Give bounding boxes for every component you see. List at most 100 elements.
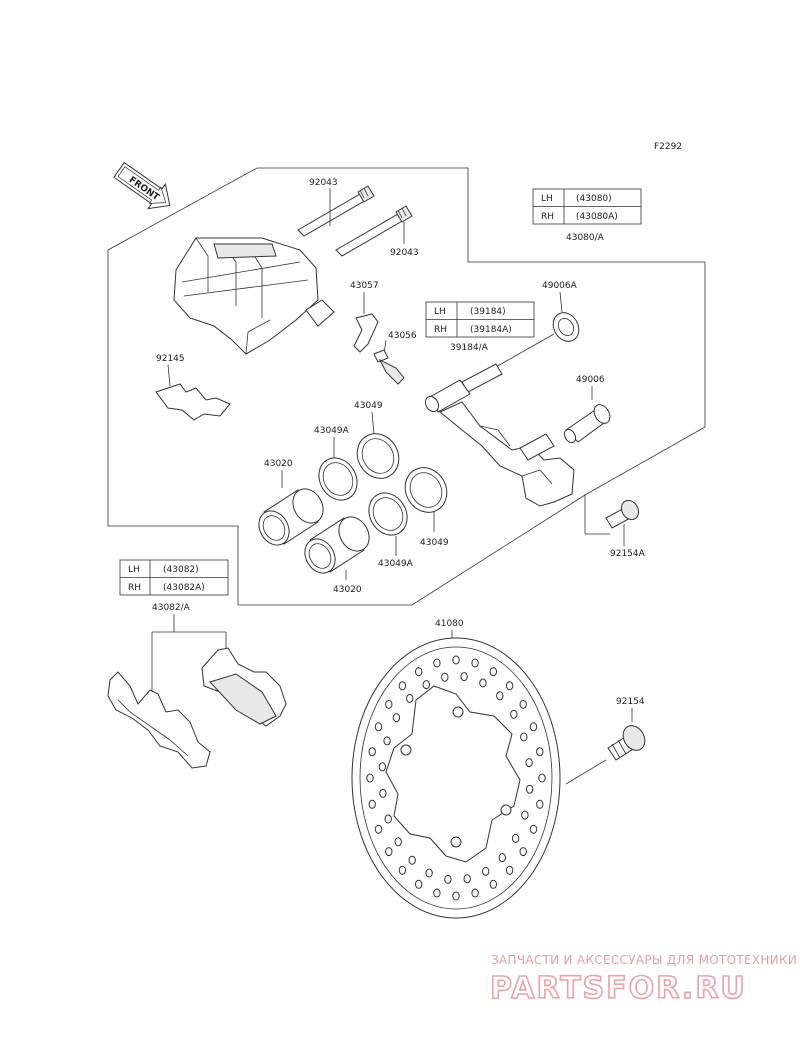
disc-hole <box>415 667 423 677</box>
seal-43049-upper <box>356 433 400 479</box>
table-43082-r1-code: (43082) <box>163 565 199 575</box>
figure-code: F2292 <box>654 142 682 152</box>
disc-hole <box>525 784 534 794</box>
disc-hole <box>471 658 479 668</box>
label-43080a: 43080/A <box>566 233 605 243</box>
disc-hole <box>489 879 497 889</box>
label-39184a: 39184/A <box>450 343 489 353</box>
table-39184-r2-side: RH <box>434 325 447 335</box>
bolt-92154 <box>607 725 646 761</box>
disc-hole <box>519 847 527 857</box>
disc-hole <box>444 874 452 884</box>
disc-hole <box>384 814 392 824</box>
disc-hole <box>383 736 391 746</box>
piston-43020-lower <box>304 516 370 574</box>
label-49006a: 49006A <box>542 281 578 291</box>
disc-hole <box>408 855 416 865</box>
disc-hole <box>398 681 407 691</box>
label-43020-top: 43020 <box>264 459 293 469</box>
label-92043-top: 92043 <box>309 178 338 188</box>
label-43049a-top: 43049A <box>314 426 350 436</box>
table-39184-r1-code: (39184) <box>470 307 506 317</box>
table-43080-r1-side: LH <box>541 194 553 204</box>
pin-92043-upper <box>297 185 375 237</box>
disc-hole <box>505 681 514 691</box>
disc-hole <box>374 824 383 834</box>
disc-hole <box>415 879 423 889</box>
label-41080: 41080 <box>435 619 464 629</box>
label-43049a-bot: 43049A <box>378 559 414 569</box>
brake-disc-41080 <box>351 637 561 919</box>
label-43057: 43057 <box>350 281 379 291</box>
disc-hole <box>496 691 504 701</box>
disc-hole <box>529 824 538 834</box>
label-92154a: 92154A <box>610 549 646 559</box>
watermark-brand: PARTSFOR.RU <box>490 971 747 1006</box>
table-43080-r2-side: RH <box>541 212 554 222</box>
table-39184-r1-side: LH <box>434 307 446 317</box>
disc-hole <box>463 874 471 884</box>
disc-hole <box>394 837 402 847</box>
disc-hole <box>366 773 374 783</box>
disc-hole <box>536 747 544 757</box>
disc-hole <box>489 667 497 677</box>
disc-hole <box>368 747 376 757</box>
disc-hole <box>538 773 546 783</box>
disc-hole <box>368 799 376 809</box>
disc-hole <box>471 888 479 898</box>
piston-43020-upper <box>258 488 324 546</box>
pad-spring-92145 <box>155 383 231 421</box>
disc-hole <box>379 788 387 798</box>
disc-hole <box>385 847 393 857</box>
disc-hole <box>452 655 460 665</box>
disc-hole <box>441 672 449 682</box>
disc-hole <box>433 888 441 898</box>
label-43020-bot: 43020 <box>333 585 362 595</box>
watermark-tagline: ЗАПЧАСТИ И АКСЕССУАРЫ ДЛЯ МОТОТЕХНИКИ <box>491 953 797 967</box>
disc-hole <box>519 699 527 709</box>
caliper-body <box>173 237 335 355</box>
caliper-assembly-outline <box>107 167 706 606</box>
table-43080-r2-code: (43080A) <box>576 212 618 222</box>
label-49006: 49006 <box>576 375 605 385</box>
table-43082-r2-code: (43082A) <box>163 583 205 593</box>
bolt-92154a <box>605 499 640 529</box>
disc-hole <box>422 680 430 690</box>
table-43082: LH (43082) RH (43082A) <box>119 559 229 596</box>
table-43080-r1-code: (43080) <box>576 194 612 204</box>
disc-hole <box>452 891 460 901</box>
label-43049-top: 43049 <box>354 401 383 411</box>
label-43056: 43056 <box>388 331 417 341</box>
disc-hole <box>511 833 520 843</box>
disc-hole <box>406 693 414 703</box>
disc-hole <box>525 758 533 768</box>
disc-hole <box>482 866 490 876</box>
label-92154: 92154 <box>616 697 645 707</box>
disc-hole <box>385 699 393 709</box>
bleed-valve-43056 <box>373 349 405 385</box>
label-43082a: 43082/A <box>152 603 191 613</box>
caliper-holder-39184 <box>424 363 575 507</box>
boot-49006a <box>552 312 580 342</box>
pin-92043-lower <box>335 205 413 257</box>
front-arrow-icon: FRONT <box>113 161 171 210</box>
boot-49006 <box>563 404 611 444</box>
disc-hole <box>460 672 468 682</box>
table-43082-r1-side: LH <box>128 565 140 575</box>
label-92145: 92145 <box>156 354 185 364</box>
disc-hole <box>374 722 383 732</box>
brake-pad-right <box>201 647 287 727</box>
disc-hole <box>505 865 514 875</box>
brake-pad-left <box>107 671 211 769</box>
disc-hole <box>433 658 441 668</box>
disc-hole <box>529 722 538 732</box>
table-39184: LH (39184) RH (39184A) <box>425 301 535 338</box>
bracket-43057 <box>353 313 379 353</box>
disc-hole <box>498 853 506 863</box>
disc-holes <box>366 655 546 901</box>
table-43082-r2-side: RH <box>128 583 141 593</box>
disc-hole <box>536 799 544 809</box>
table-39184-r2-code: (39184A) <box>470 325 512 335</box>
